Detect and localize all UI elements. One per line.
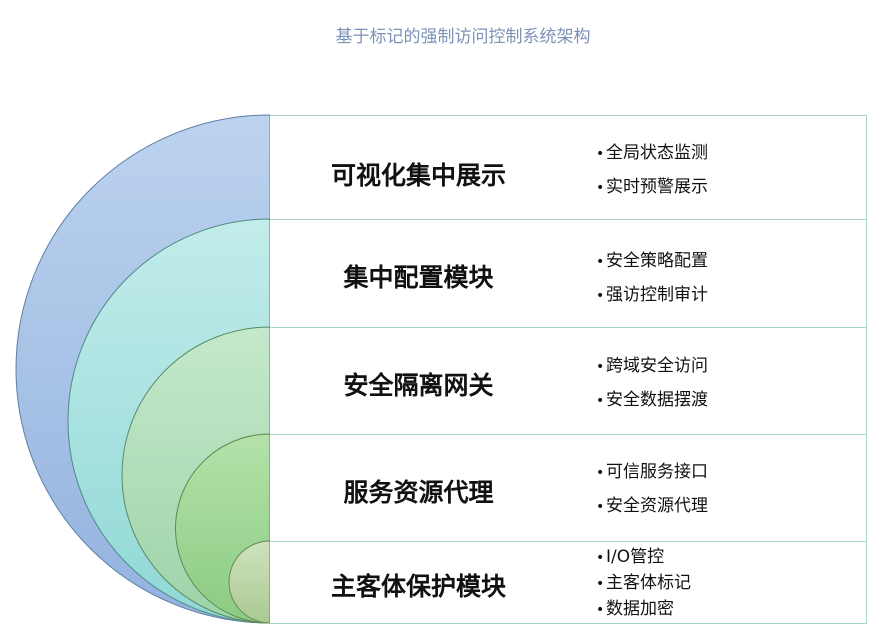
layer-feature-list: •可信服务接口 •安全资源代理 (596, 457, 708, 525)
list-item: •安全数据摆渡 (596, 385, 708, 419)
feature-label: 主客体标记 (606, 573, 691, 593)
bullet-icon: • (596, 550, 605, 566)
bullet-icon: • (596, 393, 605, 409)
list-item: •安全策略配置 (596, 246, 708, 280)
list-item: •实时预警展示 (596, 172, 708, 206)
bullet-icon: • (596, 146, 605, 162)
layer-title: 安全隔离网关 (343, 371, 494, 400)
layer-title: 集中配置模块 (343, 263, 494, 292)
bullet-icon: • (596, 499, 605, 515)
layer-row-proxy: 服务资源代理 •可信服务接口 •安全资源代理 (270, 434, 867, 541)
bullet-icon: • (596, 254, 605, 270)
list-item: •主客体标记 (596, 568, 691, 594)
bullet-icon: • (596, 465, 605, 481)
layer-arc-5 (228, 540, 271, 624)
list-item: •跨域安全访问 (596, 351, 708, 385)
bullet-icon: • (596, 359, 605, 375)
bullet-icon: • (596, 602, 605, 618)
feature-label: 跨域安全访问 (606, 356, 708, 376)
list-item: •I/O管控 (596, 542, 691, 568)
list-item: •强访控制审计 (596, 280, 708, 314)
layer-row-config: 集中配置模块 •安全策略配置 •强访控制审计 (270, 219, 867, 327)
feature-label: 安全数据摆渡 (606, 390, 708, 410)
layer-feature-list: •跨域安全访问 •安全数据摆渡 (596, 351, 708, 419)
layer-feature-list: •全局状态监测 •实时预警展示 (596, 138, 708, 206)
page-title: 基于标记的强制访问控制系统架构 (335, 27, 591, 47)
bullet-icon: • (596, 576, 605, 592)
feature-label: 实时预警展示 (606, 177, 708, 197)
bullet-icon: • (596, 288, 605, 304)
feature-label: 安全策略配置 (606, 251, 708, 271)
list-item: •全局状态监测 (596, 138, 708, 172)
feature-label: 全局状态监测 (606, 143, 708, 163)
layer-feature-list: •I/O管控 •主客体标记 •数据加密 (596, 542, 691, 620)
layer-title: 服务资源代理 (343, 478, 494, 507)
feature-label: I/O管控 (606, 547, 665, 567)
layer-row-protection: 主客体保护模块 •I/O管控 •主客体标记 •数据加密 (270, 541, 867, 624)
layer-title: 主客体保护模块 (330, 572, 506, 601)
layer-title: 可视化集中展示 (330, 161, 506, 190)
layer-feature-list: •安全策略配置 •强访控制审计 (596, 246, 708, 314)
layer-row-gateway: 安全隔离网关 •跨域安全访问 •安全数据摆渡 (270, 327, 867, 434)
layer-row-visualization: 可视化集中展示 •全局状态监测 •实时预警展示 (270, 115, 867, 219)
feature-label: 安全资源代理 (606, 496, 708, 516)
feature-label: 数据加密 (606, 599, 674, 619)
list-item: •安全资源代理 (596, 491, 708, 525)
bullet-icon: • (596, 180, 605, 196)
list-item: •可信服务接口 (596, 457, 708, 491)
feature-label: 可信服务接口 (606, 462, 708, 482)
feature-label: 强访控制审计 (606, 285, 708, 305)
list-item: •数据加密 (596, 594, 691, 620)
